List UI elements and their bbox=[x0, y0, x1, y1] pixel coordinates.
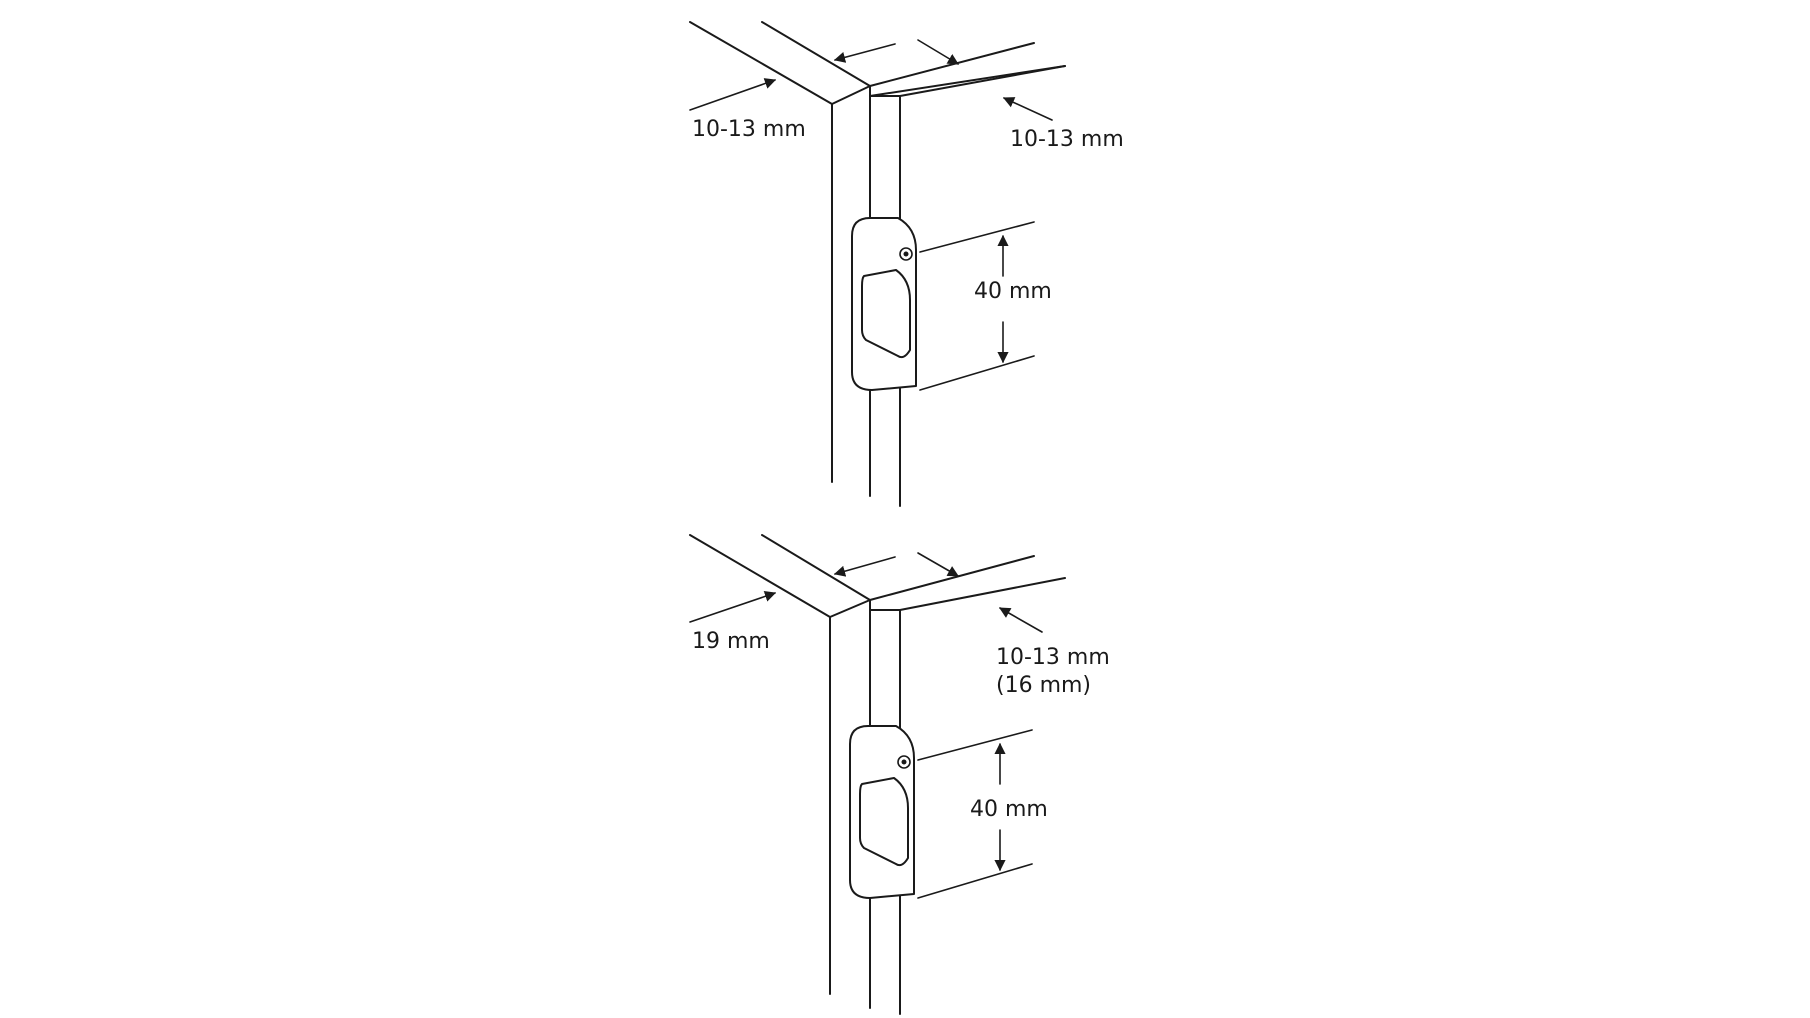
height-dimension-top bbox=[919, 221, 1035, 391]
height-label-bottom: 40 mm bbox=[970, 797, 1048, 822]
right-gap-label-top: 10-13 mm bbox=[1010, 127, 1124, 152]
right-gap-label-bottom: 10-13 mm bbox=[996, 645, 1110, 670]
gap-arrows-top bbox=[689, 39, 1053, 121]
sensor-bottom bbox=[849, 725, 915, 899]
left-gap-label-top: 10-13 mm bbox=[692, 117, 806, 142]
sensor-top bbox=[851, 217, 917, 391]
right-gap-alt-label-bottom: (16 mm) bbox=[996, 673, 1091, 698]
gap-arrows-bottom bbox=[689, 552, 1043, 633]
height-dimension-bottom bbox=[917, 729, 1033, 899]
figure-top: 10-13 mm 10-13 mm 40 mm bbox=[689, 21, 1124, 507]
figure-bottom: 19 mm 10-13 mm (16 mm) 40 mm bbox=[689, 534, 1110, 1015]
height-label-top: 40 mm bbox=[974, 279, 1052, 304]
left-gap-label-bottom: 19 mm bbox=[692, 629, 770, 654]
